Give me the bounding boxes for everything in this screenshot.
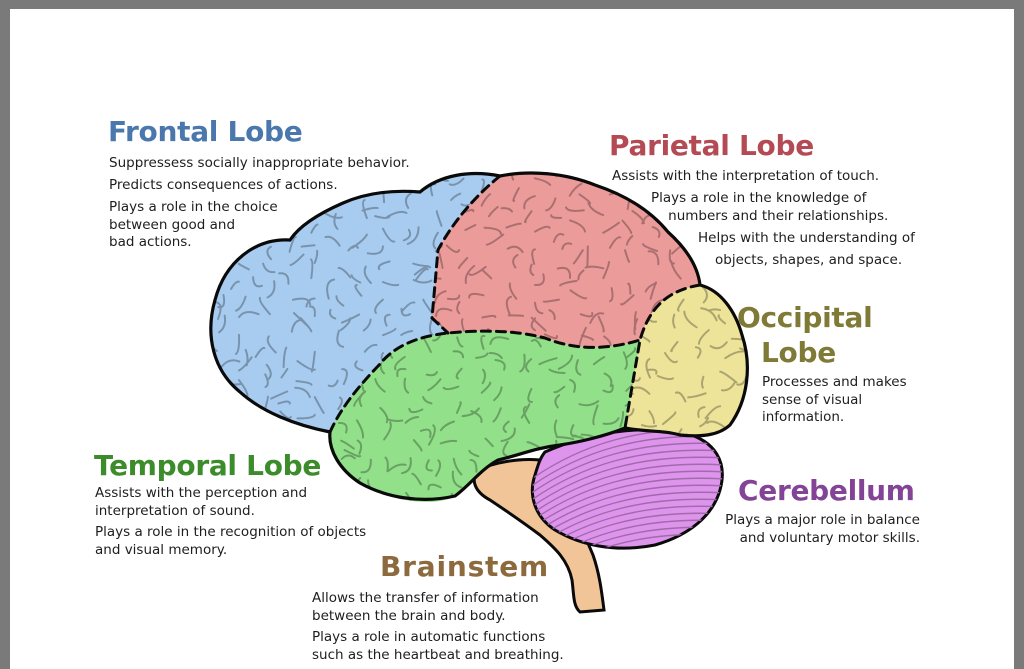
parietal-desc-3: Helps with the understanding of xyxy=(698,230,915,246)
frontal-lobe-title: Frontal Lobe xyxy=(108,115,303,148)
parietal-desc-2: Plays a role in the knowledge of numbers… xyxy=(651,190,889,224)
frontal-desc-3: Plays a role in the choice between good … xyxy=(109,199,278,250)
brainstem-title: Brainstem xyxy=(380,550,549,583)
occipital-lobe-title-1: Occipital xyxy=(737,301,873,334)
occipital-desc-1: Processes and makes sense of visual info… xyxy=(762,374,907,425)
parietal-desc-1: Assists with the interpretation of touch… xyxy=(612,168,880,184)
temporal-desc-2: Plays a role in the recognition of objec… xyxy=(95,524,367,558)
frontal-parietal-boundary xyxy=(430,174,502,335)
brainstem-desc-2: Plays a role in automatic functions such… xyxy=(312,629,564,663)
occipital-boundary xyxy=(623,283,702,430)
temporal-desc-1: Assists with the perception and interpre… xyxy=(95,485,308,519)
frontal-desc-2: Predicts consequences of actions. xyxy=(109,177,338,193)
cerebellum-title: Cerebellum xyxy=(738,474,915,507)
lateral-sulcus-boundary xyxy=(328,329,642,434)
occipital-lobe-title-2: Lobe xyxy=(761,336,836,369)
parietal-desc-4: objects, shapes, and space. xyxy=(715,252,903,268)
brainstem-desc-1: Allows the transfer of information betwe… xyxy=(312,590,539,624)
temporal-lobe-title: Temporal Lobe xyxy=(94,449,322,482)
cerebellum-folia xyxy=(532,429,723,549)
brain-illustration xyxy=(209,171,749,614)
occipital-lobe-shape xyxy=(625,285,748,436)
parietal-lobe-shape xyxy=(432,173,700,348)
frontal-desc-1: Suppressess socially inappropriate behav… xyxy=(109,155,410,171)
parietal-lobe-title: Parietal Lobe xyxy=(609,129,814,162)
cerebellum-desc-1: Plays a major role in balance and volunt… xyxy=(725,512,920,546)
